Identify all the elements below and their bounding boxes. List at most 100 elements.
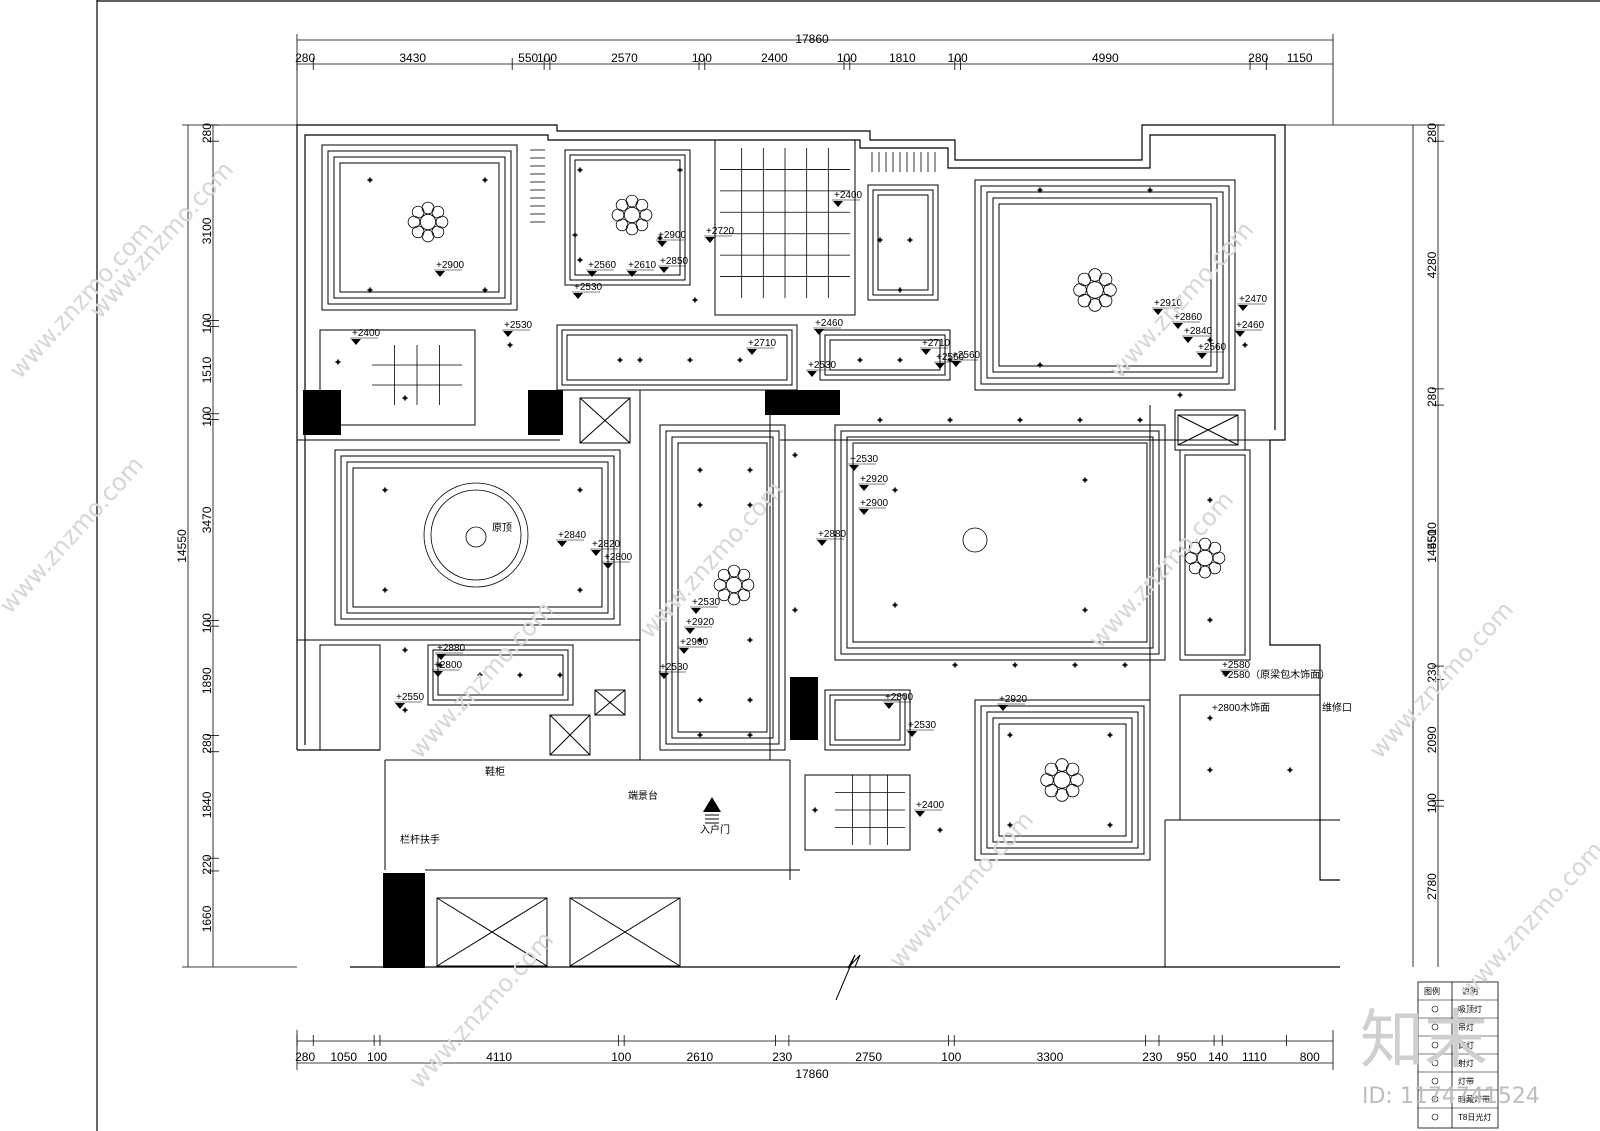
left-dim-texts: 2803100100151010034701001890280184022016…	[200, 123, 219, 932]
level-value: +2400	[352, 328, 381, 339]
downlight-marker	[1122, 662, 1128, 668]
downlight-marker	[577, 257, 583, 263]
level-value: +2560	[588, 260, 617, 271]
entrance-label: 入户门	[700, 823, 730, 836]
downlight-marker	[1207, 337, 1213, 343]
level-value: +2530	[692, 597, 721, 608]
ceiling-frame	[427, 644, 574, 706]
downlight-marker	[557, 672, 563, 678]
dim-value: 2610	[687, 1050, 714, 1064]
level-marker: +2530	[572, 282, 603, 299]
structural-columns	[303, 390, 840, 968]
legend-symbol-icon	[1431, 1113, 1439, 1121]
downlight-marker	[792, 452, 798, 458]
level-value: +2560	[1198, 342, 1227, 353]
ceiling-frame	[840, 430, 1160, 655]
downlight-marker	[507, 342, 513, 348]
dim-value: 3100	[200, 217, 214, 244]
chandelier-icon	[1073, 268, 1117, 312]
level-marker: +2880	[435, 643, 466, 660]
legend-symbol-icon	[1431, 1059, 1439, 1067]
legend-row-label: 灯带	[1458, 1076, 1474, 1086]
level-value: +2550	[396, 692, 425, 703]
downlight-marker	[812, 807, 818, 813]
ceiling-frame	[824, 334, 946, 376]
room-partitions	[297, 139, 1340, 967]
level-value: +2400	[834, 190, 863, 201]
dim-value: 100	[200, 613, 214, 633]
watermark-text-9: www.znzmo.com	[1454, 836, 1600, 1004]
level-value: +2710	[748, 338, 777, 349]
ceiling-frame	[564, 149, 691, 286]
legend-header-right: 说明	[1462, 986, 1478, 996]
break-line-symbol	[835, 954, 861, 1001]
ceiling-frame	[834, 424, 1166, 661]
dim-value: 230	[1425, 662, 1439, 682]
utility-outline	[319, 644, 381, 751]
dim-value: 4110	[486, 1050, 512, 1064]
level-value: +2900	[436, 260, 465, 271]
overall-dim-bottom: 17860	[795, 1067, 829, 1081]
x-box-line	[549, 714, 591, 756]
dim-value: 3300	[1037, 1050, 1064, 1064]
shoe-cabinet-label: 鞋柜	[485, 765, 505, 778]
downlight-marker	[382, 587, 388, 593]
watermark-text-1: www.znzmo.com	[4, 216, 159, 384]
level-value: +2800	[604, 552, 633, 563]
watermark-text-8: www.znzmo.com	[1084, 486, 1239, 654]
ceiling-frame	[992, 717, 1133, 843]
watermark-text-3: www.znzmo.com	[84, 156, 239, 324]
note-original-ceiling: 原顶	[492, 522, 512, 534]
watermark-text-10: www.znzmo.com	[404, 926, 559, 1094]
ceiling-frame	[1184, 454, 1246, 656]
level-value: +2880	[818, 529, 847, 540]
x-box	[579, 397, 631, 444]
dim-value: 4280	[1425, 251, 1439, 278]
downlight-marker	[637, 357, 643, 363]
dim-value: 100	[611, 1050, 631, 1064]
dim-value: 100	[692, 51, 712, 65]
center-lamp	[465, 526, 487, 548]
level-value: +2920	[999, 694, 1028, 705]
downlight-marker	[382, 487, 388, 493]
downlight-marker	[747, 732, 753, 738]
level-value: +2470	[1239, 294, 1268, 305]
downlight-marker	[907, 237, 913, 243]
downlight-marker	[1017, 417, 1023, 423]
ceiling-frame	[340, 455, 615, 620]
level-marker: +2460	[813, 318, 844, 335]
downlight-marker	[792, 607, 798, 613]
dim-value: 220	[200, 854, 214, 874]
note-beam-wood: +2580（原梁包木饰面）	[1222, 668, 1330, 681]
level-value: +2850	[660, 256, 689, 267]
level-marker: +2710	[920, 338, 951, 355]
downlight-marker	[697, 732, 703, 738]
lift-shaft	[569, 897, 681, 967]
ceiling-frame	[677, 442, 768, 733]
ceiling-frame	[980, 185, 1230, 385]
dim-value: 1810	[889, 51, 916, 65]
lift-cross	[436, 897, 548, 967]
level-value: +2900	[658, 230, 687, 241]
legend-symbol-icon	[1431, 1077, 1439, 1085]
x-box-line	[579, 397, 631, 444]
level-value: +2530	[660, 662, 689, 673]
ceiling-level-markers: +2900+2530+2400+2900+2720+2560+2610+2850…	[350, 190, 1268, 817]
dim-value: 100	[367, 1050, 387, 1064]
downlight-marker	[367, 287, 373, 293]
ceiling-frame	[665, 430, 780, 745]
downlight-marker	[1072, 662, 1078, 668]
ceiling-frame	[872, 189, 934, 296]
ceiling-frame	[659, 424, 786, 751]
dim-value: 280	[200, 123, 214, 143]
downlight-marker	[687, 357, 693, 363]
level-marker: +2860	[1172, 312, 1203, 329]
ceiling-frame	[334, 449, 621, 626]
level-value: +2530	[908, 720, 937, 731]
ceiling-decor	[335, 148, 1293, 845]
round-ceiling	[423, 482, 529, 588]
dim-value: 1110	[1242, 1050, 1267, 1064]
downlight-marker	[892, 487, 898, 493]
downlight-marker	[477, 672, 483, 678]
level-marker: +2610	[626, 260, 657, 277]
